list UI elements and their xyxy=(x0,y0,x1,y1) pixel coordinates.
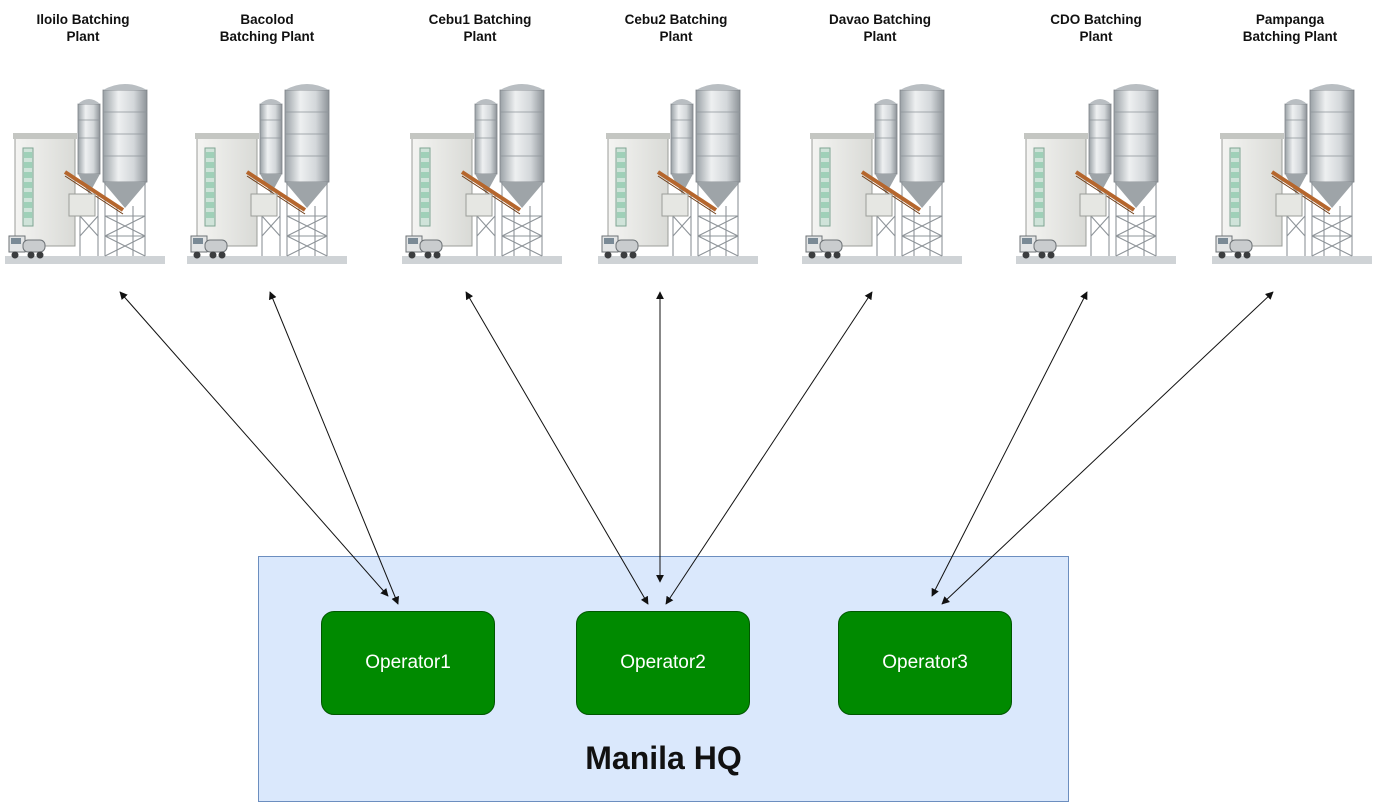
hq-title: Manila HQ xyxy=(585,740,742,776)
plant-label-davao: Davao Batching Plant xyxy=(828,12,932,44)
connector-arrow xyxy=(941,291,1274,605)
plant-label-cebu2: Cebu2 Batching Plant xyxy=(624,12,728,44)
plant-label-pampanga: Pampanga Batching Plant xyxy=(1242,12,1338,44)
plant-label-cebu1: Cebu1 Batching Plant xyxy=(428,12,532,44)
plant-label-cdo: CDO Batching Plant xyxy=(1050,12,1142,44)
operator2-node[interactable]: Operator2 xyxy=(576,611,750,715)
connector-arrow xyxy=(269,291,399,605)
connector-arrow xyxy=(931,291,1088,597)
plant-label-bacolod: Bacolod Batching Plant xyxy=(219,12,315,44)
plant-label-iloilo: Iloilo Batching Plant xyxy=(36,12,130,44)
operator3-node[interactable]: Operator3 xyxy=(838,611,1012,715)
connector-arrow xyxy=(465,291,649,605)
connector-arrow xyxy=(119,291,389,597)
connector-arrow xyxy=(665,291,873,605)
operator1-node[interactable]: Operator1 xyxy=(321,611,495,715)
